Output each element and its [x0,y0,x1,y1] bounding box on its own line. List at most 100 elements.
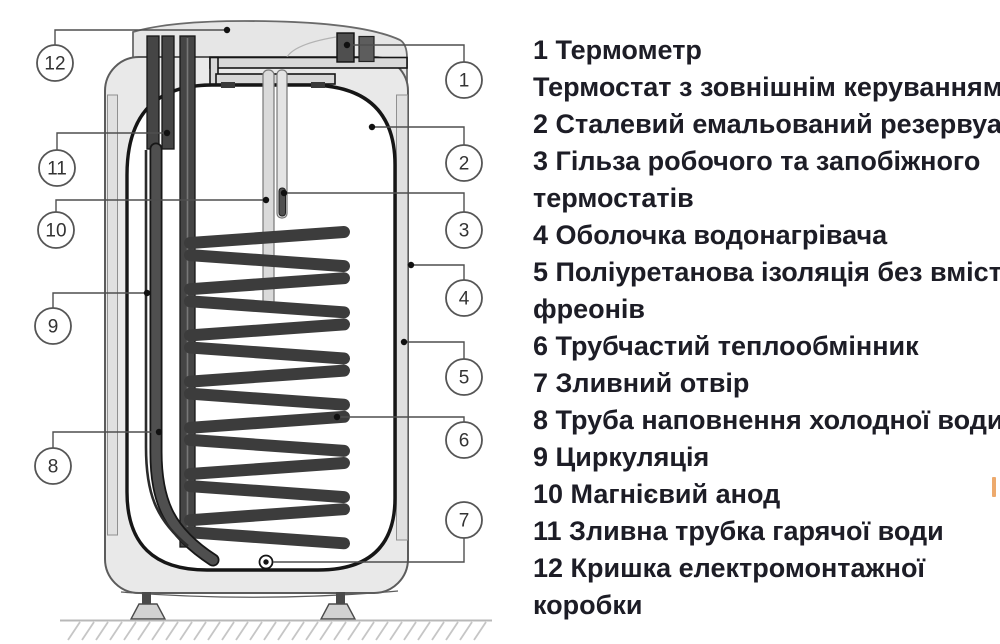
callout-circle-4 [445,279,483,317]
hatch-mark [151,621,165,641]
coil-rung [184,387,350,411]
coil-rung [184,433,350,457]
leader-2 [372,126,465,145]
hatch-mark [431,621,445,641]
foot-right [319,603,357,620]
hatch-mark [403,621,417,641]
hatch-mark [193,621,207,641]
foot-left [129,603,167,620]
ground-hatching [67,621,487,641]
callout-circle-5 [445,358,483,396]
leader-8 [52,431,159,448]
hatch-mark [389,621,403,641]
leader-10 [55,199,266,212]
leader-lines [52,29,465,563]
flange-left-edge [209,56,219,85]
legend-line: фреонів [533,294,646,324]
hatch-mark [375,621,389,641]
legend-line: 11 Зливна трубка гарячої води [533,516,944,546]
hatch-mark [263,621,277,641]
thermostat-box-2 [358,35,375,63]
legend-line: 10 Магнієвий анод [533,479,781,509]
hatch-mark [207,621,221,641]
coil-rung [184,526,350,550]
hatch-mark [249,621,263,641]
coil-rung [184,318,350,342]
leader-11 [56,132,167,150]
hatch-mark [333,621,347,641]
hatch-mark [221,621,235,641]
leader-4 [411,264,465,280]
hatch-mark [361,621,375,641]
insulation-band-right [396,94,408,541]
plate-clip-left [221,82,235,88]
callout-label-11: 11 [47,159,67,180]
leader-6 [337,416,465,422]
callout-label-12: 12 [44,54,65,75]
hot-water-pipe-bar1 [146,35,160,150]
hatch-mark [165,621,179,641]
foot-stem-left [142,592,151,604]
insulation-band-left [107,94,118,536]
anode-tube [262,69,275,309]
coil-rung [184,410,350,434]
hatch-mark [67,621,81,641]
coil-rung [184,480,350,504]
hatch-mark [137,621,151,641]
callout-circle-2 [445,144,483,182]
callout-label-9: 9 [48,317,59,338]
sleeve-tube [276,69,288,219]
callout-circle-3 [445,211,483,249]
hatch-mark [473,621,487,641]
coil-rung [184,457,350,480]
legend-line: Термостат з зовнішнім керуванням [533,72,1000,102]
leader-5 [404,341,465,359]
plate-clip-right [311,82,325,88]
callout-label-1: 1 [459,71,470,92]
hatch-mark [445,621,459,641]
legend-line: 8 Труба наповнення холодної води [533,405,1000,435]
top-flange-plate [209,56,408,69]
leader-3 [284,192,465,212]
hatch-mark [347,621,361,641]
coil-rung [184,272,350,296]
coil-rung [184,226,350,249]
hatch-mark [81,621,95,641]
coil-rung [184,341,350,365]
coil-rung [184,295,350,319]
callout-circle-9 [34,307,72,345]
callout-label-8: 8 [48,457,59,478]
foot-stem-right [336,592,345,604]
callout-circle-12 [36,44,74,82]
water-heater-diagram: 12 11 10 9 8 1 2 3 4 5 6 7 [34,20,492,641]
callout-label-2: 2 [459,154,470,175]
callout-circle-7 [445,501,483,539]
callouts-left: 12 11 10 9 8 [34,44,76,485]
leader-dots [143,26,415,436]
callout-label-7: 7 [459,511,470,532]
coil-rung [184,503,350,527]
callout-label-4: 4 [459,289,470,310]
parts-legend: 1 Термометр Термостат з зовнішнім керува… [533,32,1000,624]
legend-line: 7 Зливний отвір [533,368,750,398]
legend-line: 5 Поліуретанова ізоляція без вмісту [533,257,1000,287]
callout-circle-8 [34,447,72,485]
hatch-mark [123,621,137,641]
callout-label-6: 6 [459,431,470,452]
legend-line: коробки [533,590,643,620]
callout-circle-10 [37,211,75,249]
heat-exchanger-coil [184,226,350,550]
legend-line: 6 Трубчастий теплообмінник [533,331,919,361]
hatch-mark [291,621,305,641]
circulation-tube [144,150,189,548]
callout-label-5: 5 [459,368,470,389]
callouts-right: 1 2 3 4 5 6 7 [445,61,483,539]
leader-12 [54,29,227,45]
casing-bottom-lip [120,590,399,598]
legend-line: термостатів [533,183,694,213]
legend-line: 3 Гільза робочого та запобіжного [533,146,981,176]
hatch-mark [235,621,249,641]
hatch-mark [305,621,319,641]
lower-plate [215,73,336,85]
